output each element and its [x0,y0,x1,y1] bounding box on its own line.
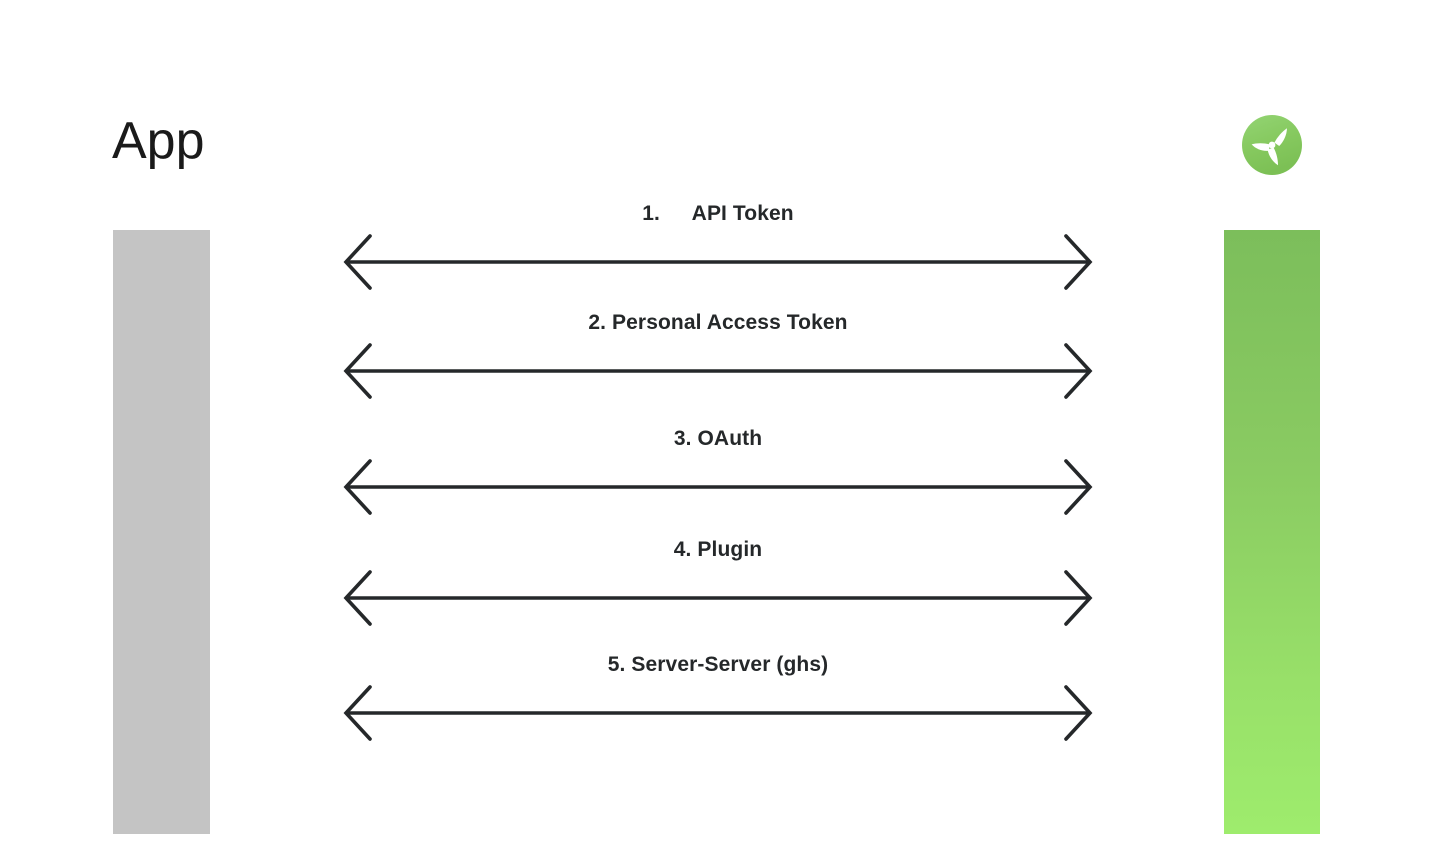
bidirectional-arrow-icon [340,566,1096,630]
arrow-row: 4. Plugin [340,538,1096,634]
arrow-row: 3. OAuth [340,427,1096,523]
propeller-logo-icon [1241,114,1303,176]
bidirectional-arrow-icon [340,339,1096,403]
arrow-row: 1. API Token [340,202,1096,298]
page-title: App [112,112,205,170]
arrow-label: 4. Plugin [673,538,763,561]
arrow-label: 1. API Token [642,202,794,225]
arrow-label: 5. Server-Server (ghs) [607,653,829,676]
arrow-label: 2. Personal Access Token [588,311,848,334]
bidirectional-arrow-icon [340,230,1096,294]
bidirectional-arrow-icon [340,681,1096,745]
lifeline-app [113,230,210,834]
arrow-row: 2. Personal Access Token [340,311,1096,407]
lifeline-service [1224,230,1320,834]
arrow-row: 5. Server-Server (ghs) [340,653,1096,749]
arrow-label: 3. OAuth [673,427,763,450]
bidirectional-arrow-icon [340,455,1096,519]
